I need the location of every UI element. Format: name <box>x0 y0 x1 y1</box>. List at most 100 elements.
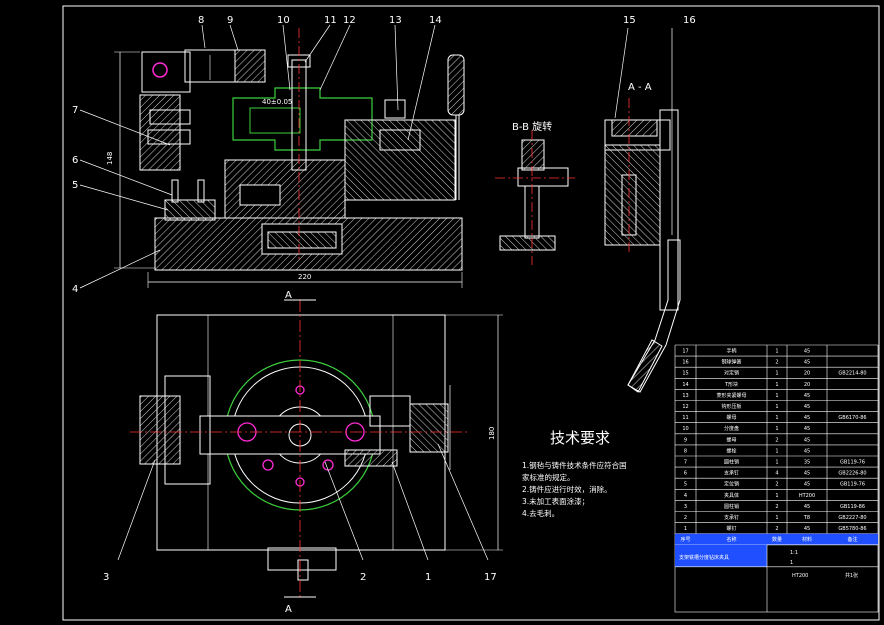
bom-cell: 2 <box>775 437 778 443</box>
balloon-12: 12 <box>343 15 356 26</box>
bom-cell: 15 <box>682 371 688 377</box>
bom-cell: 1 <box>775 371 778 377</box>
bom-cell: 45 <box>804 426 810 432</box>
bom-cell: 12 <box>682 404 688 410</box>
tech-req-line: 3.未加工表面涂漆； <box>522 496 589 506</box>
bom-cell: 2 <box>775 526 778 532</box>
tech-req-title: 技术要求 <box>550 429 610 447</box>
title-block-qty: 1 <box>790 560 793 566</box>
bom-cell: GB119-76 <box>840 460 865 466</box>
balloon-10: 10 <box>277 15 290 26</box>
bom-cell: 45 <box>804 415 810 421</box>
bom-cell: 支承钉 <box>724 470 739 477</box>
bom-cell: 45 <box>804 471 810 477</box>
bom-cell: 13 <box>682 393 688 399</box>
bom-cell: 8 <box>684 448 687 454</box>
bom-cell: T8 <box>803 515 810 521</box>
bom-cell: 45 <box>804 526 810 532</box>
balloon-15: 15 <box>623 15 636 26</box>
bom-cell: 圆柱销 <box>724 503 739 510</box>
bom-cell: 35 <box>804 460 810 466</box>
bom-cell: 1 <box>775 448 778 454</box>
bom-cell: 45 <box>804 437 810 443</box>
bom-header-cell: 备注 <box>847 536 857 543</box>
front-balloons <box>79 24 436 289</box>
bom-cell: 9 <box>684 437 687 443</box>
bom-header-cell: 序号 <box>680 536 690 543</box>
dim-plan-height: 180 <box>488 427 496 440</box>
bom-cell: 圆柱销 <box>724 459 739 466</box>
bom-cell: 钢球弹簧 <box>721 359 741 366</box>
balloon-3: 3 <box>103 572 109 583</box>
bom-cell: 1 <box>775 349 778 355</box>
bom-cell: 螺母 <box>726 436 736 443</box>
tech-req-line: 2.铸件应进行时效，消除。 <box>522 484 612 494</box>
balloon-2: 2 <box>360 572 366 583</box>
bb-label: B-B 旋转 <box>512 120 552 133</box>
drawing-frame <box>62 5 880 621</box>
bom-cell: GB2227-80 <box>838 515 866 521</box>
a-marker-top: A <box>285 290 292 301</box>
bom-cell: GB2226-80 <box>838 471 866 477</box>
bom-cell: 16 <box>682 360 688 366</box>
plan-view <box>117 299 503 598</box>
title-block <box>674 544 879 613</box>
balloon-7: 7 <box>72 105 78 116</box>
bom-cell: 菱形夹紧螺母 <box>716 392 746 399</box>
bom-cell: 45 <box>804 448 810 454</box>
bom-cell: 1 <box>775 426 778 432</box>
bom-cell: 4 <box>775 471 778 477</box>
title-block-name-bg <box>675 544 767 567</box>
bom-cell: 1 <box>684 526 687 532</box>
bom-cell: 1 <box>775 415 778 421</box>
bom-cell: HT200 <box>799 493 815 499</box>
bb-section-view <box>495 130 575 265</box>
bom-cell: 螺栓 <box>726 447 736 454</box>
dim-overall-width: 220 <box>298 273 311 281</box>
bom-cell: 2 <box>684 515 687 521</box>
bom-header-cell: 数量 <box>772 536 782 543</box>
bom-cell: 夹具体 <box>724 492 739 499</box>
bom-cell: 45 <box>804 504 810 510</box>
bom-cell: 45 <box>804 482 810 488</box>
bom-cell: 17 <box>682 349 688 355</box>
front-section-view <box>114 28 465 288</box>
balloon-11: 11 <box>324 15 337 26</box>
bom-header-cell: 材料 <box>802 536 812 543</box>
bom-header-cell: 名称 <box>726 536 736 543</box>
bom-cell: T形块 <box>724 381 738 388</box>
bom-cell: 定位销 <box>724 481 739 488</box>
balloon-6: 6 <box>72 155 78 166</box>
bom-cell: GB6170-86 <box>838 415 866 421</box>
balloon-17: 17 <box>484 572 497 583</box>
balloon-8: 8 <box>198 15 204 26</box>
bom-cell: 20 <box>804 371 810 377</box>
bom-cell: 6 <box>684 471 687 477</box>
dim-small: 40±0.05 <box>262 98 292 106</box>
bom-cell: 1 <box>775 493 778 499</box>
bom-cell: 4 <box>684 493 687 499</box>
aa-section-view <box>604 27 681 393</box>
bom-cell: 1 <box>775 404 778 410</box>
bom-cell: GB119-86 <box>840 504 865 510</box>
a-marker-bottom: A <box>285 604 292 615</box>
title-block-sheet: 共1张 <box>845 572 858 579</box>
bom-cell: 手柄 <box>726 348 736 355</box>
bom-cell: GB5780-86 <box>838 526 866 532</box>
bom-cell: 45 <box>804 349 810 355</box>
bom-header-bg <box>675 533 878 545</box>
title-block-material: HT200 <box>792 573 808 579</box>
bom-cell: 对定销 <box>724 370 739 377</box>
balloon-9: 9 <box>227 15 233 26</box>
tech-req-line: 家标准的规定。 <box>522 472 575 482</box>
bom-cell: 螺钉 <box>726 525 736 532</box>
bom-cell: 1 <box>775 515 778 521</box>
bom-cell: 2 <box>775 482 778 488</box>
bom-cell: GB119-76 <box>840 482 865 488</box>
bom-cell: 支承钉 <box>724 514 739 521</box>
balloon-14: 14 <box>429 15 442 26</box>
title-block-scale: 1:1 <box>790 550 798 556</box>
bom-cell: 45 <box>804 360 810 366</box>
